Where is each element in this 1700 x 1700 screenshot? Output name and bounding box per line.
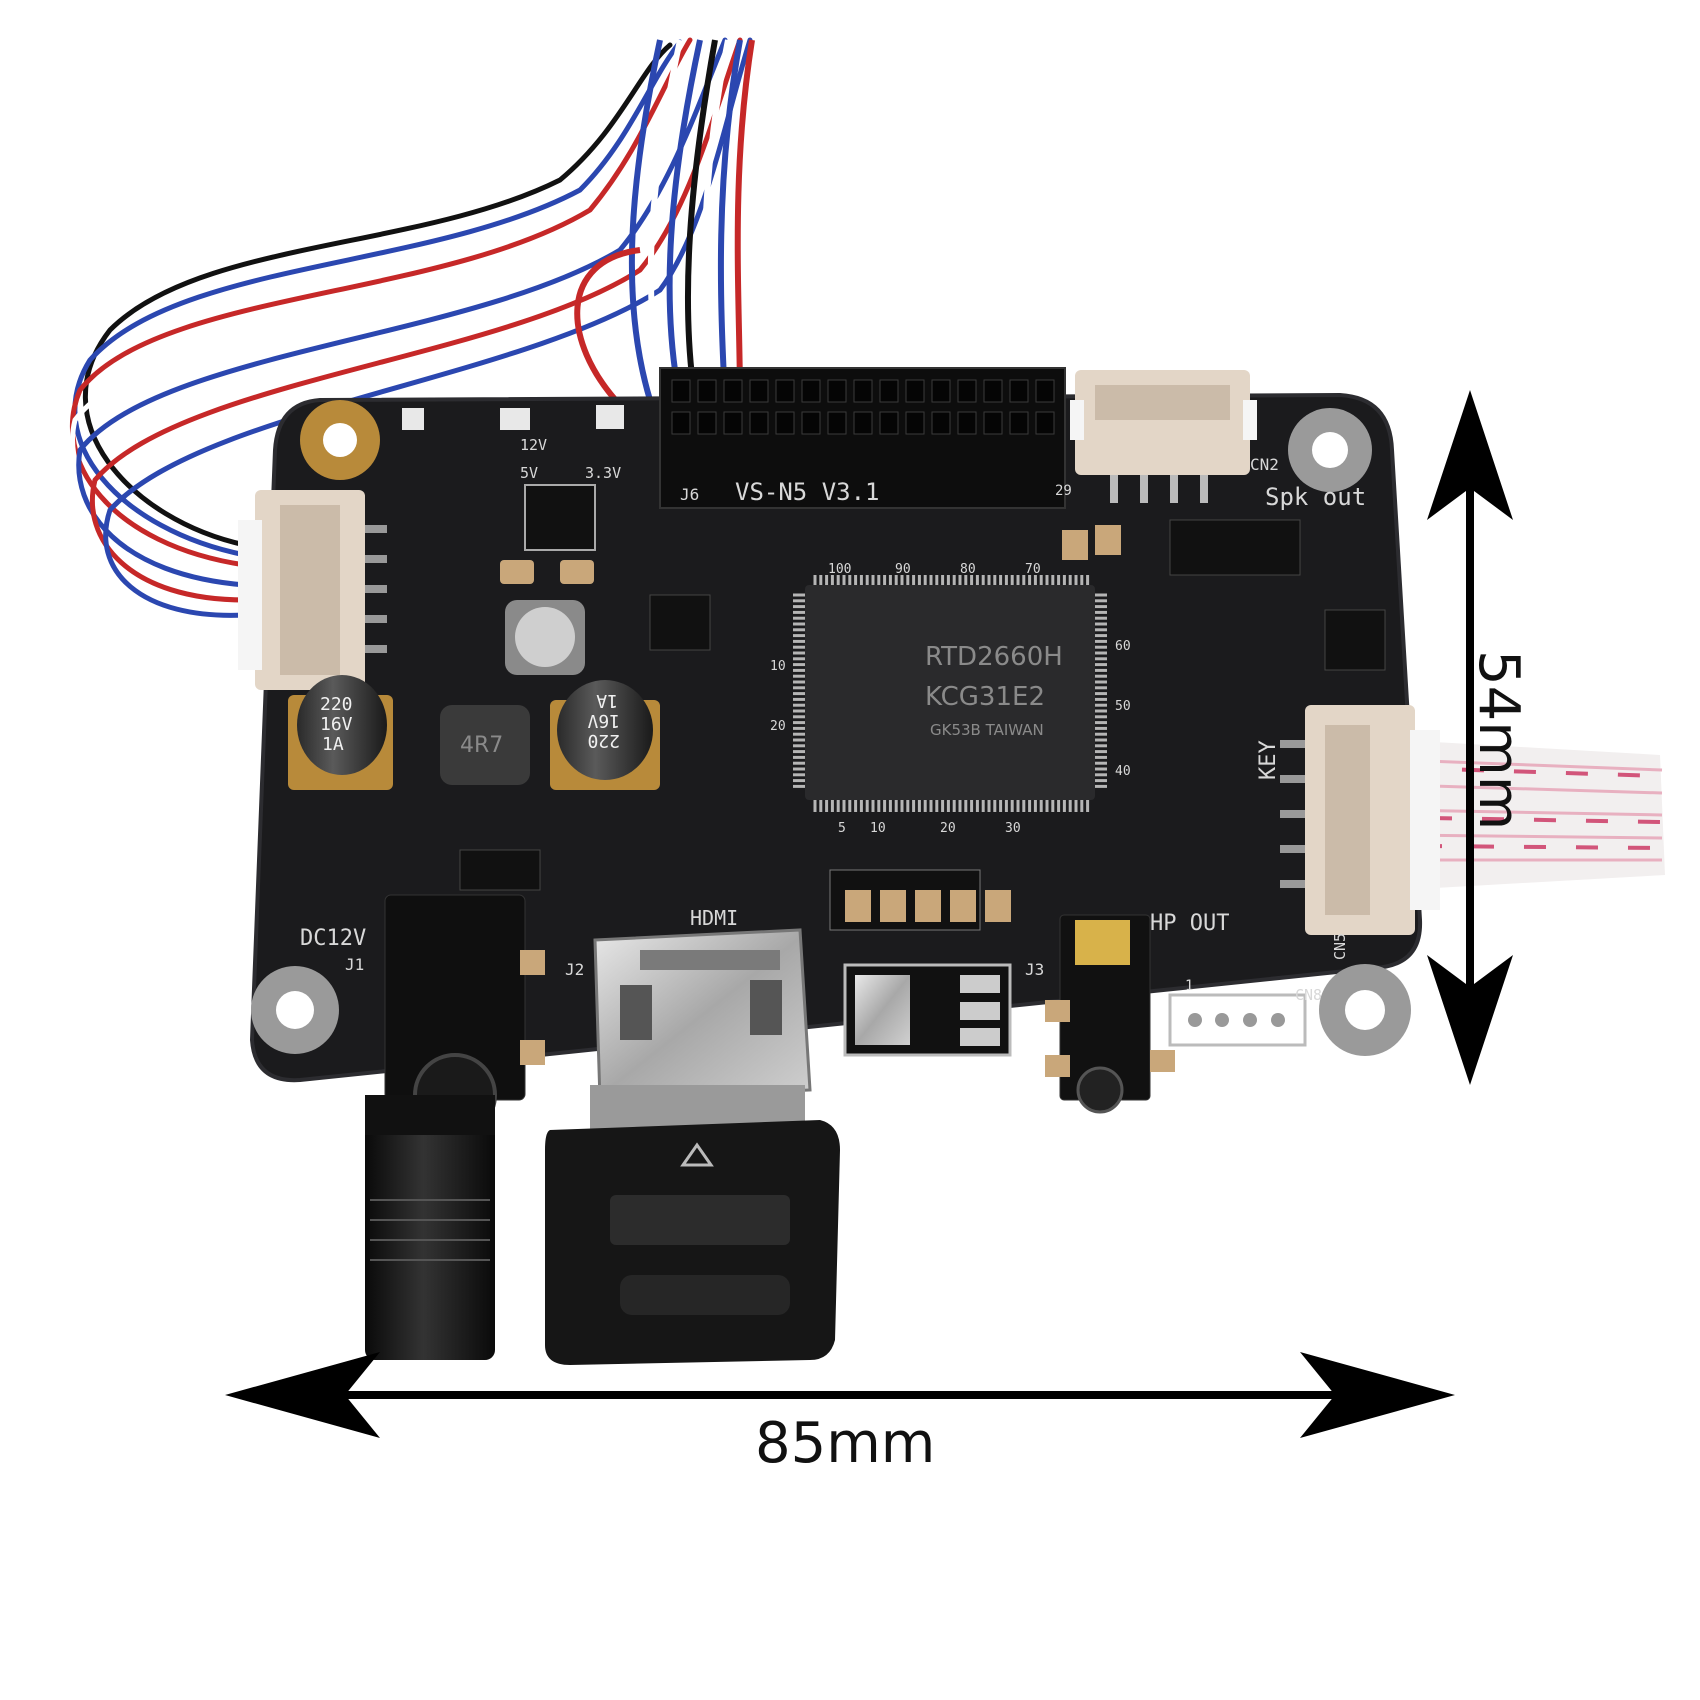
label-spk-out: Spk out <box>1265 483 1366 511</box>
pin-label-b5: 5 <box>838 821 846 836</box>
header-pin-socket <box>801 411 821 435</box>
pin-label-b20: 20 <box>940 821 956 836</box>
pin-label-60: 60 <box>1115 639 1131 654</box>
main-chip-rtd2660h <box>793 575 1107 812</box>
cap-left-3: 1A <box>322 734 344 755</box>
cap-right-2: 16V <box>587 710 620 731</box>
header-pin-socket <box>827 379 847 403</box>
mounting-hole-bl <box>251 966 339 1054</box>
header-pin-socket <box>853 411 873 435</box>
pin-label-70: 70 <box>1025 562 1041 577</box>
label-5v: 5V <box>520 464 538 482</box>
header-pin-socket <box>749 379 769 403</box>
label-12v: 12V <box>520 436 547 454</box>
speaker-connector-cn2 <box>1070 370 1257 503</box>
width-dimension-label: 85mm <box>755 1411 935 1476</box>
connector-cn8 <box>1168 993 1307 1047</box>
header-pin-socket <box>671 411 691 435</box>
mounting-hole-br <box>1319 964 1411 1056</box>
label-key: KEY <box>1256 740 1281 780</box>
header-pin-socket <box>1009 411 1029 435</box>
pin-label-left-20: 20 <box>770 719 786 734</box>
model-label: VS-N5 V3.1 <box>735 478 880 506</box>
inductor-4r7 <box>440 705 530 785</box>
label-dc12v: DC12V <box>300 926 366 951</box>
dimension-arrow-vertical <box>1427 390 1513 1085</box>
header-pin-socket <box>671 379 691 403</box>
label-hdmi: HDMI <box>690 906 738 930</box>
header-pin-socket <box>697 379 717 403</box>
inductor-label: 4R7 <box>460 733 503 758</box>
label-29: 29 <box>1055 483 1072 499</box>
pin-label-b10: 10 <box>870 821 886 836</box>
chip-line-3: GK53B TAIWAN <box>930 721 1044 739</box>
pin-label-100: 100 <box>828 562 851 577</box>
hdmi-port <box>593 928 812 1102</box>
label-cn5: CN5 <box>1331 933 1349 960</box>
header-pin-socket <box>905 411 925 435</box>
pin-label-80: 80 <box>960 562 976 577</box>
label-j1: J1 <box>345 955 364 974</box>
lvds-power-connector-left <box>238 490 387 690</box>
header-pin-socket <box>697 411 717 435</box>
header-pin-socket <box>931 379 951 403</box>
silkscreen-labels: VS-N5 V3.1 J6 29 CN2 Spk out 12V 5V 3.3V… <box>300 436 1366 1004</box>
mounting-holes <box>251 400 1411 1056</box>
pin-label-90: 90 <box>895 562 911 577</box>
header-pin-socket <box>1009 379 1029 403</box>
inductor-top <box>505 600 585 675</box>
cap-right-3: 1A <box>596 690 618 711</box>
header-pin-socket <box>723 379 743 403</box>
header-pin-socket <box>1035 411 1055 435</box>
label-j2: J2 <box>565 960 584 979</box>
cap-left-2: 16V <box>320 714 353 735</box>
height-dimension-label: 54mm <box>1466 650 1531 830</box>
pin-label-50: 50 <box>1115 699 1131 714</box>
pin-header-j6 <box>659 367 1066 509</box>
capacitor-right <box>550 680 660 790</box>
label-j6: J6 <box>680 485 699 504</box>
dc-plug-cable <box>365 1095 495 1360</box>
header-pin-socket <box>723 411 743 435</box>
chip-line-2: KCG31E2 <box>925 682 1045 712</box>
header-pin-socket <box>801 379 821 403</box>
header-pin-socket <box>827 411 847 435</box>
label-cn8: CN8 <box>1295 986 1322 1004</box>
pin-label-left-10: 10 <box>770 659 786 674</box>
header-pin-socket <box>957 411 977 435</box>
mounting-hole-tl <box>300 400 380 480</box>
label-cn8-pin: 1 <box>1185 978 1193 994</box>
header-pin-socket <box>853 379 873 403</box>
chip-line-1: RTD2660H <box>925 642 1063 672</box>
header-pin-socket <box>957 379 977 403</box>
key-connector-cn5 <box>1280 705 1440 935</box>
header-pin-socket <box>983 379 1003 403</box>
cap-left-1: 220 <box>320 694 353 715</box>
label-3v3: 3.3V <box>585 464 621 482</box>
voltage-regulator <box>843 963 1012 1057</box>
dimension-arrow-horizontal <box>225 1352 1455 1438</box>
smd-components <box>402 405 1386 931</box>
header-pin-socket <box>775 379 795 403</box>
hdmi-plug-cable <box>545 1085 840 1365</box>
pin-label-40: 40 <box>1115 764 1131 779</box>
header-pin-socket <box>879 379 899 403</box>
capacitor-left <box>288 675 393 790</box>
label-hp-out: HP OUT <box>1150 911 1229 936</box>
header-pin-socket <box>879 411 899 435</box>
pin-label-b30: 30 <box>1005 821 1021 836</box>
label-j3: J3 <box>1025 960 1044 979</box>
audio-jack-hp-out <box>1045 914 1175 1114</box>
cap-right-1: 220 <box>587 730 620 751</box>
header-pin-socket <box>905 379 925 403</box>
header-pin-socket <box>775 411 795 435</box>
header-pin-socket <box>1035 379 1055 403</box>
label-cn2: CN2 <box>1250 455 1279 474</box>
header-pin-socket <box>749 411 769 435</box>
mounting-hole-tr <box>1288 408 1372 492</box>
header-pin-socket <box>983 411 1003 435</box>
header-pin-socket <box>931 411 951 435</box>
